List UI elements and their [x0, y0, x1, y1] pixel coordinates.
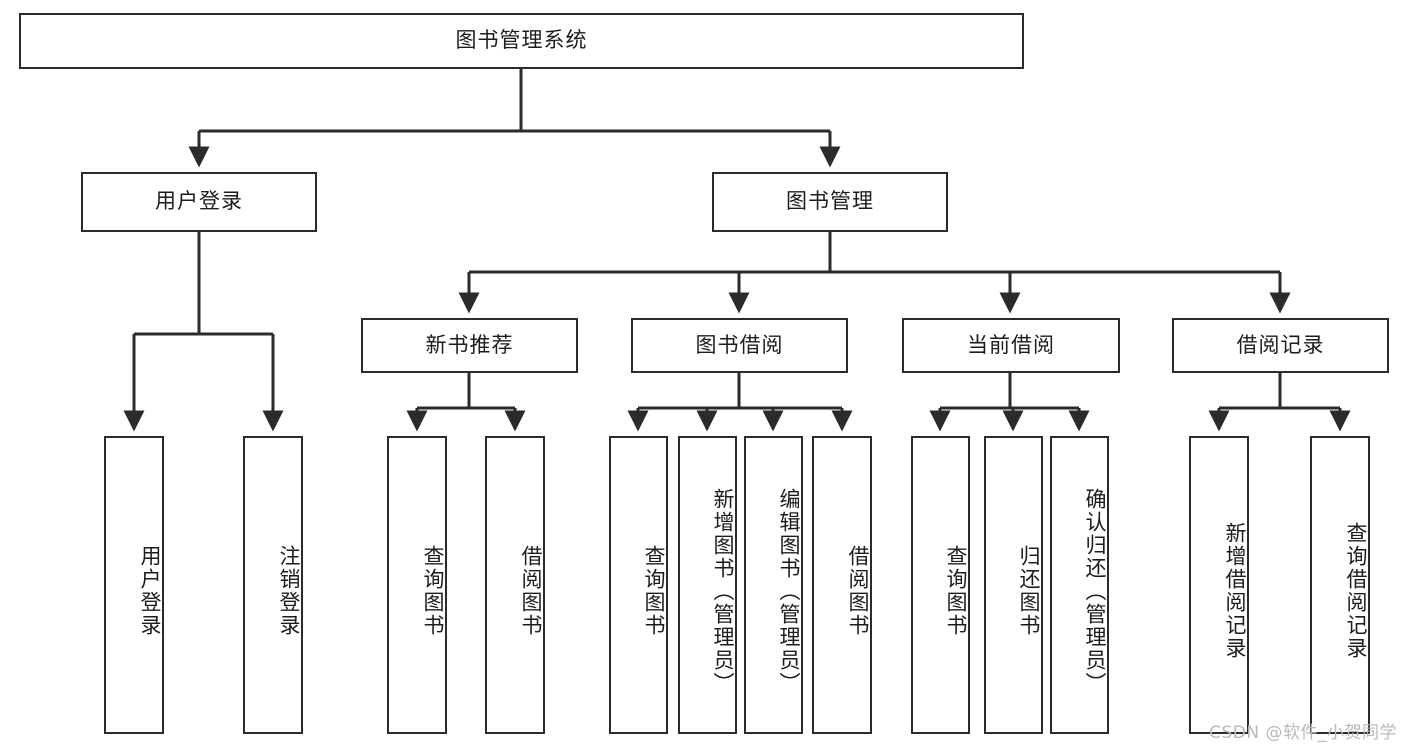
watermark: CSDN @软件_小贺同学 — [1209, 723, 1397, 743]
node-book-borrow-label: 图书借阅 — [695, 332, 784, 357]
node-borrow-record[interactable]: 借阅记录 — [1172, 318, 1389, 373]
node-leaf-user-login[interactable]: 用户登录 — [104, 436, 164, 734]
node-user-login[interactable]: 用户登录 — [81, 172, 317, 232]
node-leaf-user-login-label: 用户登录 — [138, 545, 162, 637]
node-leaf-user-logout[interactable]: 注销登录 — [243, 436, 303, 734]
node-book-borrow[interactable]: 图书借阅 — [631, 318, 848, 373]
node-leaf-cb-return[interactable]: 归还图书 — [984, 436, 1043, 734]
node-leaf-rec-borrow-label: 借阅图书 — [519, 545, 543, 637]
node-leaf-br-add-label: 新增借阅记录 — [1223, 522, 1247, 660]
node-leaf-bb-borrow-label: 借阅图书 — [846, 545, 870, 637]
node-leaf-bb-add-label: 新增图书（管理员） — [711, 487, 735, 695]
node-leaf-cb-query[interactable]: 查询图书 — [911, 436, 970, 734]
node-leaf-bb-query[interactable]: 查询图书 — [609, 436, 668, 734]
node-leaf-rec-query[interactable]: 查询图书 — [387, 436, 447, 734]
node-leaf-bb-query-label: 查询图书 — [642, 545, 666, 637]
node-new-book-rec-label: 新书推荐 — [425, 332, 514, 357]
node-leaf-br-query-label: 查询借阅记录 — [1344, 522, 1368, 660]
node-borrow-record-label: 借阅记录 — [1236, 332, 1325, 357]
node-leaf-cb-query-label: 查询图书 — [944, 545, 968, 637]
node-leaf-user-logout-label: 注销登录 — [277, 545, 301, 637]
node-leaf-cb-confirm[interactable]: 确认归还（管理员） — [1050, 436, 1109, 734]
node-leaf-br-add[interactable]: 新增借阅记录 — [1189, 436, 1249, 734]
node-book-manage[interactable]: 图书管理 — [712, 172, 948, 232]
node-leaf-cb-return-label: 归还图书 — [1017, 545, 1041, 637]
node-new-book-rec[interactable]: 新书推荐 — [361, 318, 578, 373]
node-leaf-rec-query-label: 查询图书 — [421, 545, 445, 637]
node-leaf-cb-confirm-label: 确认归还（管理员） — [1083, 487, 1107, 695]
node-leaf-rec-borrow[interactable]: 借阅图书 — [485, 436, 545, 734]
node-leaf-bb-borrow[interactable]: 借阅图书 — [812, 436, 872, 734]
node-leaf-br-query[interactable]: 查询借阅记录 — [1310, 436, 1370, 734]
node-leaf-bb-edit-label: 编辑图书（管理员） — [777, 487, 801, 695]
node-current-borrow-label: 当前借阅 — [967, 332, 1055, 357]
node-root-label: 图书管理系统 — [455, 28, 588, 53]
node-leaf-bb-add[interactable]: 新增图书（管理员） — [678, 436, 737, 734]
node-current-borrow[interactable]: 当前借阅 — [902, 318, 1120, 373]
node-root[interactable]: 图书管理系统 — [19, 13, 1024, 69]
node-user-login-label: 用户登录 — [155, 189, 243, 214]
node-book-manage-label: 图书管理 — [786, 189, 874, 214]
node-leaf-bb-edit[interactable]: 编辑图书（管理员） — [744, 436, 803, 734]
